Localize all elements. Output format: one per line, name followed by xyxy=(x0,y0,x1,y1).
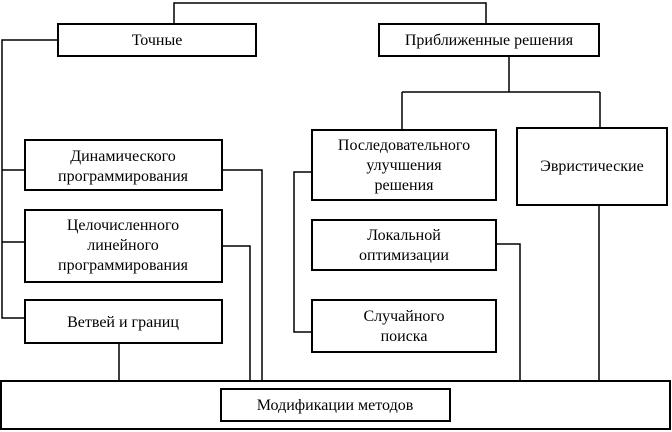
exact-methods-box: Точные xyxy=(57,23,257,57)
sequential-improvement-line-2: улучшения xyxy=(366,157,442,174)
sequential-improvement-box: Последовательного улучшения решения xyxy=(311,129,497,201)
sequential-improvement-line-3: решения xyxy=(374,177,434,194)
approximate-methods-box: Приближенные решения xyxy=(378,23,600,57)
connector-lines xyxy=(1,2,601,381)
local-optimization-line-1: Локальной xyxy=(367,227,441,244)
approximate-methods-label: Приближенные решения xyxy=(405,32,574,49)
ilp-line-2: линейного xyxy=(87,237,159,254)
dynamic-programming-line-2: программирования xyxy=(58,168,189,185)
dynamic-programming-line-1: Динамического xyxy=(70,148,176,165)
branch-and-bound-box: Ветвей и границ xyxy=(24,299,223,344)
random-search-line-1: Случайного xyxy=(363,308,444,325)
sequential-improvement-line-1: Последовательного xyxy=(338,137,470,154)
exact-methods-label: Точные xyxy=(132,32,183,49)
ilp-line-1: Целочисленного xyxy=(67,217,179,234)
heuristic-label: Эвристические xyxy=(540,158,643,175)
branch-and-bound-label: Ветвей и границ xyxy=(67,314,179,331)
random-search-box: Случайного поиска xyxy=(311,299,497,353)
integer-linear-programming-box: Целочисленного линейного программировани… xyxy=(24,209,223,283)
local-optimization-line-2: оптимизации xyxy=(359,247,449,264)
ilp-line-3: программирования xyxy=(58,257,189,274)
random-search-line-2: поиска xyxy=(381,328,428,345)
dynamic-programming-box: Динамического программирования xyxy=(24,139,223,191)
method-modifications-bar: Модификации методов xyxy=(0,380,671,430)
method-modifications-label: Модификации методов xyxy=(257,397,414,414)
local-optimization-box: Локальной оптимизации xyxy=(311,219,497,271)
heuristic-box: Эвристические xyxy=(516,127,668,206)
